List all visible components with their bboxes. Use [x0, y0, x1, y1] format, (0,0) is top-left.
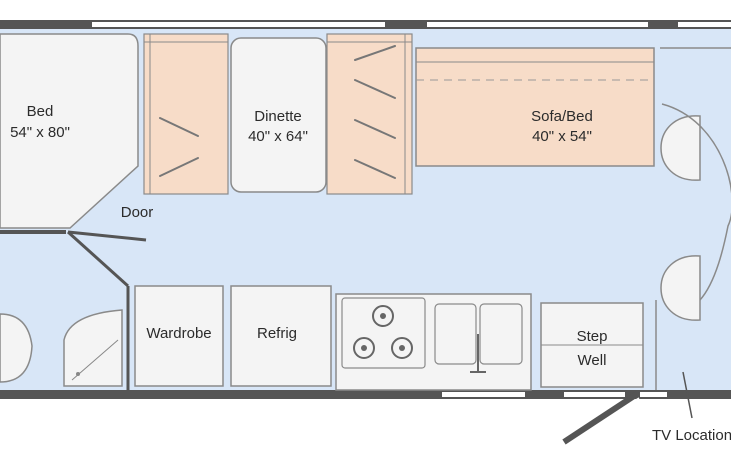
toilet	[0, 313, 33, 383]
well-label: Well	[578, 352, 607, 369]
sink-basin-left	[434, 303, 477, 365]
top-window	[92, 22, 385, 27]
burner	[391, 337, 413, 359]
sofa-bed	[415, 47, 655, 167]
driver-seat	[660, 255, 701, 321]
passenger-seat	[660, 115, 701, 181]
tv-pointer	[682, 371, 693, 419]
burner	[353, 337, 375, 359]
bath-door-diagonal	[66, 230, 130, 288]
bottom-window	[442, 392, 525, 397]
refrigerator	[230, 285, 332, 387]
refrig-label: Refrig	[257, 325, 297, 342]
shower	[63, 309, 123, 387]
bed-size-label: 54" x 80"	[10, 124, 70, 141]
top-window	[678, 22, 731, 27]
step-label: Step	[577, 328, 608, 345]
dinette-bench-right	[326, 33, 413, 195]
dinette-bench-left	[143, 33, 229, 195]
top-window	[427, 22, 648, 27]
bath-door-swing	[67, 230, 147, 242]
dinette-table	[230, 37, 327, 193]
bottom-window	[640, 392, 667, 397]
bed-label: Bed	[27, 103, 54, 120]
burner	[372, 305, 394, 327]
sofa-size-label: 40" x 54"	[532, 128, 592, 145]
entry-door	[562, 391, 639, 445]
stovetop	[341, 297, 426, 369]
cab-curve	[660, 47, 731, 301]
tv-location-label: TV Location	[652, 427, 731, 444]
door-label: Door	[121, 204, 154, 221]
sink-basin-right	[479, 303, 523, 365]
sofa-label: Sofa/Bed	[531, 108, 593, 125]
bottom-window	[564, 392, 625, 397]
bed	[0, 33, 139, 229]
dinette-label: Dinette	[254, 108, 302, 125]
dinette-size-label: 40" x 64"	[248, 128, 308, 145]
bottom-wall	[0, 390, 731, 399]
wardrobe	[134, 285, 224, 387]
wardrobe-label: Wardrobe	[146, 325, 211, 342]
